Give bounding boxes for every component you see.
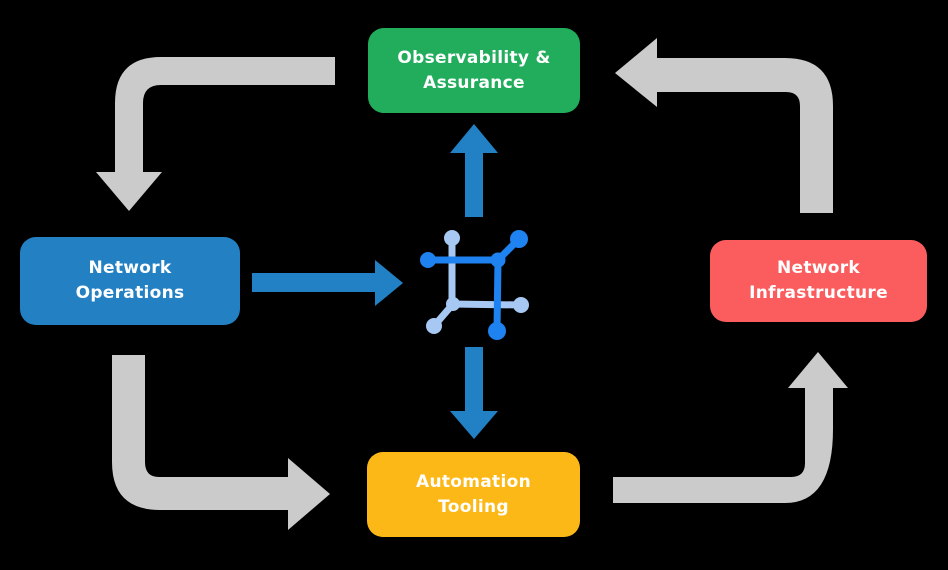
arrow-automation-to-infrastructure-icon [613,352,848,503]
node-network-operations: Network Operations [20,237,240,325]
arrow-observability-to-operations-icon [96,57,335,211]
mesh-node-light [444,230,460,246]
mesh-node-dark [510,230,528,248]
mesh-node-light [513,297,529,313]
node-label-line: Automation [416,471,531,492]
node-network-infrastructure: Network Infrastructure [710,240,927,322]
mesh-node-dark [420,252,436,268]
node-label-line: Network [776,258,861,279]
node-label-line: Infrastructure [749,283,888,303]
mesh-line-light-horizontal [448,300,525,309]
mesh-line-dark-vertical [493,256,502,334]
arrow-center-to-automation-icon [450,347,498,439]
node-automation-tooling: Automation Tooling [367,452,580,537]
mesh-node-dark [490,252,506,268]
mesh-node-light [446,297,460,311]
arrow-operations-to-center-icon [252,260,403,306]
arrow-center-to-observability-icon [450,124,498,217]
network-mesh-icon [420,230,529,340]
arrow-infrastructure-to-observability-icon [615,38,833,213]
mesh-node-light [426,318,442,334]
node-label-line: Tooling [438,496,509,517]
node-observability-assurance: Observability & Assurance [368,28,580,113]
node-label-line: Observability & [397,47,551,68]
node-label-line: Assurance [423,72,525,93]
node-label-line: Operations [75,283,185,303]
node-label-line: Network [88,258,172,279]
mesh-node-dark [488,322,506,340]
arrow-operations-to-automation-icon [112,355,330,530]
